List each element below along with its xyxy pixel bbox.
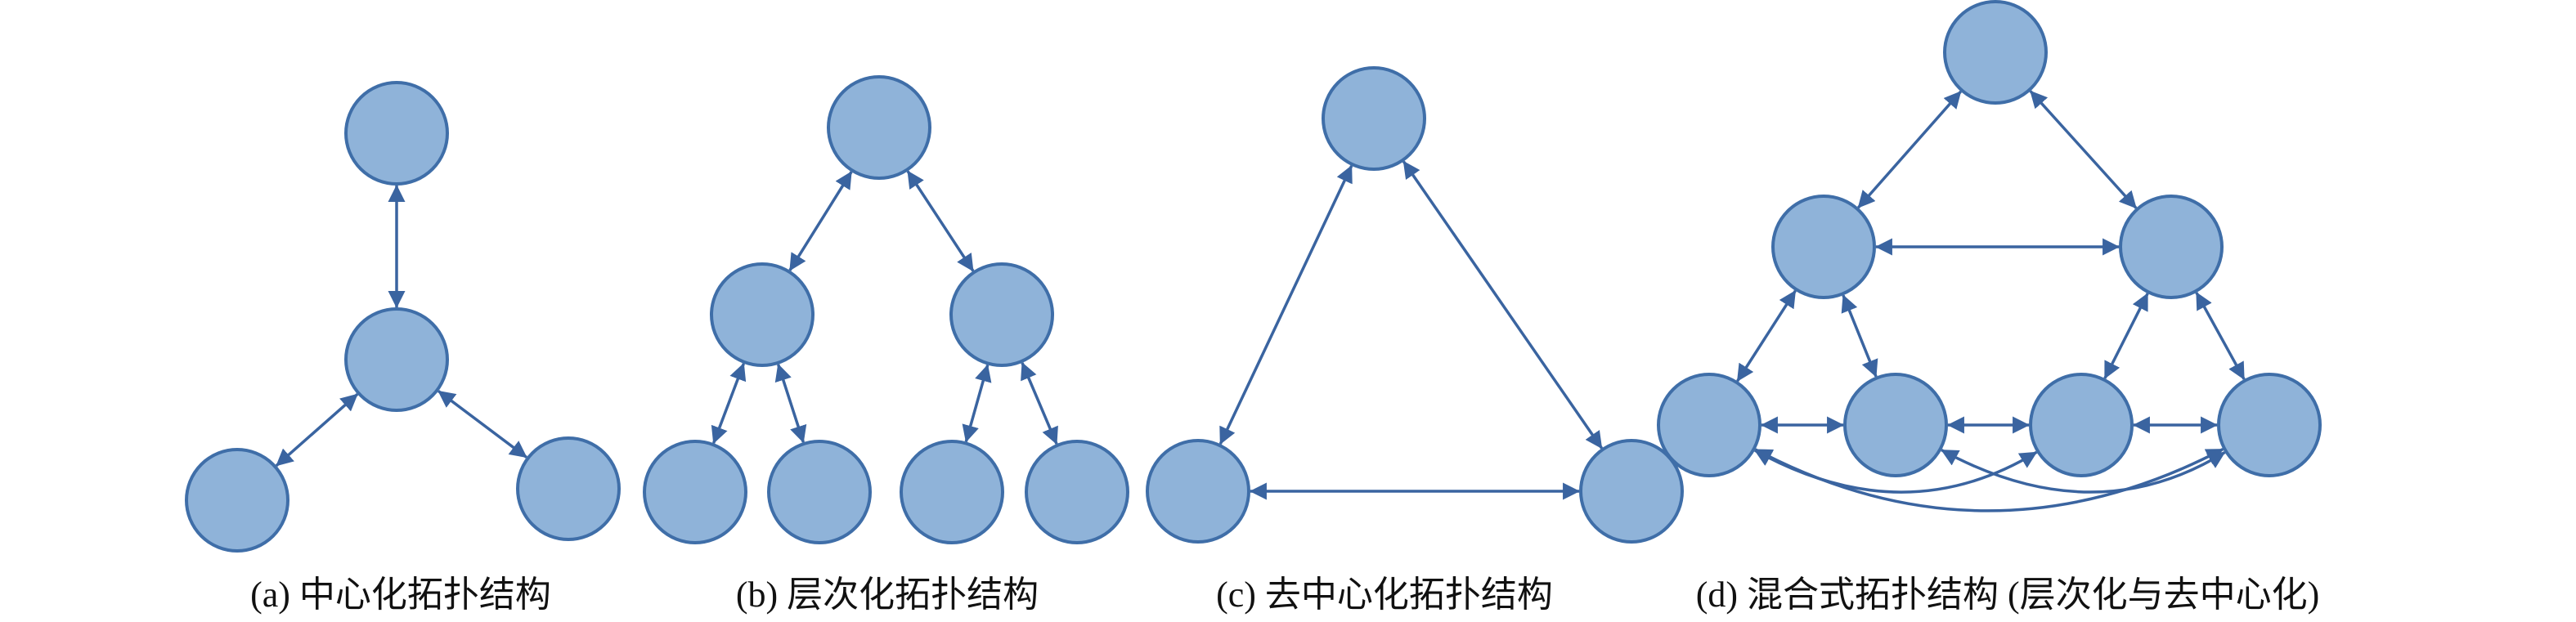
node-a-1 — [344, 307, 449, 412]
edge-b-2-6 — [1021, 361, 1058, 445]
node-d-0 — [1943, 0, 2048, 105]
node-a-0 — [344, 81, 449, 186]
edge-a-1-2 — [275, 393, 359, 467]
node-b-1 — [710, 262, 815, 367]
node-d-6 — [2217, 373, 2322, 477]
edge-d-4-6 — [1941, 449, 2226, 494]
node-c-1 — [1146, 439, 1250, 544]
caption-b: (b) 层次化拓扑结构 — [736, 575, 1039, 615]
caption-c: (c) 去中心化拓扑结构 — [1216, 575, 1553, 615]
edge-d-1-4 — [1841, 294, 1878, 378]
node-b-0 — [827, 75, 931, 180]
node-a-2 — [185, 448, 289, 553]
nodes-layer — [185, 0, 2322, 553]
node-b-5 — [900, 440, 1004, 544]
edge-a-1-3 — [438, 390, 527, 459]
node-d-2 — [2119, 195, 2224, 299]
caption-d: (d) 混合式拓扑结构 (层次化与去中心化) — [1696, 575, 2320, 615]
edge-d-0-1 — [1857, 90, 1962, 209]
node-a-3 — [516, 436, 621, 541]
node-c-0 — [1322, 66, 1426, 171]
edge-d-3-6 — [1754, 448, 2224, 512]
edge-b-0-2 — [906, 170, 975, 272]
node-d-3 — [1657, 373, 1761, 477]
node-d-4 — [1843, 373, 1948, 477]
edge-b-0-1 — [788, 171, 853, 271]
node-d-5 — [2029, 373, 2134, 477]
edge-b-1-4 — [774, 363, 807, 444]
edge-b-2-5 — [962, 364, 992, 443]
caption-a: (a) 中心化拓扑结构 — [250, 575, 551, 615]
node-c-2 — [1579, 439, 1684, 544]
edge-d-1-3 — [1736, 289, 1797, 383]
edges-layer — [275, 90, 2246, 512]
node-b-6 — [1025, 440, 1129, 544]
node-b-4 — [767, 440, 872, 544]
edge-d-2-5 — [2103, 293, 2149, 379]
edge-d-2-6 — [2195, 292, 2246, 380]
node-d-1 — [1771, 195, 1876, 299]
node-b-3 — [643, 440, 747, 544]
node-b-2 — [949, 262, 1054, 367]
edge-d-0-2 — [2029, 90, 2138, 209]
edge-c-0-2 — [1402, 160, 1604, 450]
edge-b-1-3 — [711, 362, 747, 445]
edge-c-0-1 — [1218, 164, 1353, 445]
